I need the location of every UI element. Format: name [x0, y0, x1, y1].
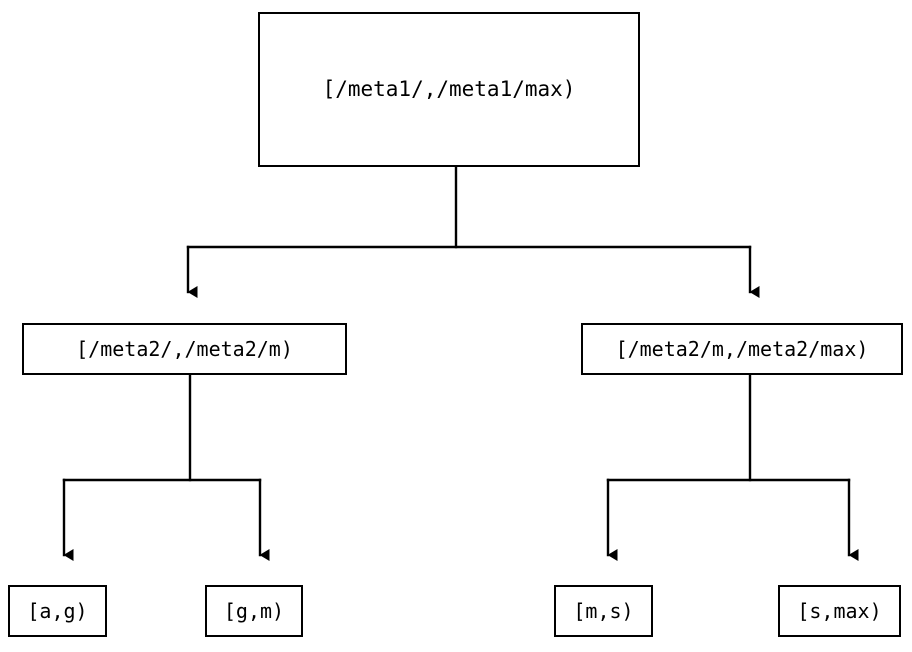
node-leaf-g-m-label: [g,m): [223, 599, 285, 623]
node-root-label: [/meta1/,/meta1/max): [322, 77, 576, 101]
node-leaf-a-g-label: [a,g): [27, 599, 88, 623]
node-level1-left[interactable]: [/meta2/,/meta2/m): [22, 323, 347, 375]
node-leaf-m-s[interactable]: [m,s): [554, 585, 653, 637]
node-leaf-g-m[interactable]: [g,m): [205, 585, 303, 637]
node-leaf-s-max-label: [s,max): [797, 599, 882, 623]
node-leaf-a-g[interactable]: [a,g): [8, 585, 107, 637]
node-level1-right[interactable]: [/meta2/m,/meta2/max): [581, 323, 903, 375]
node-leaf-s-max[interactable]: [s,max): [778, 585, 901, 637]
node-level1-right-label: [/meta2/m,/meta2/max): [615, 337, 869, 361]
node-root[interactable]: [/meta1/,/meta1/max): [258, 12, 640, 167]
node-leaf-m-s-label: [m,s): [573, 599, 634, 623]
node-level1-left-label: [/meta2/,/meta2/m): [76, 337, 293, 361]
